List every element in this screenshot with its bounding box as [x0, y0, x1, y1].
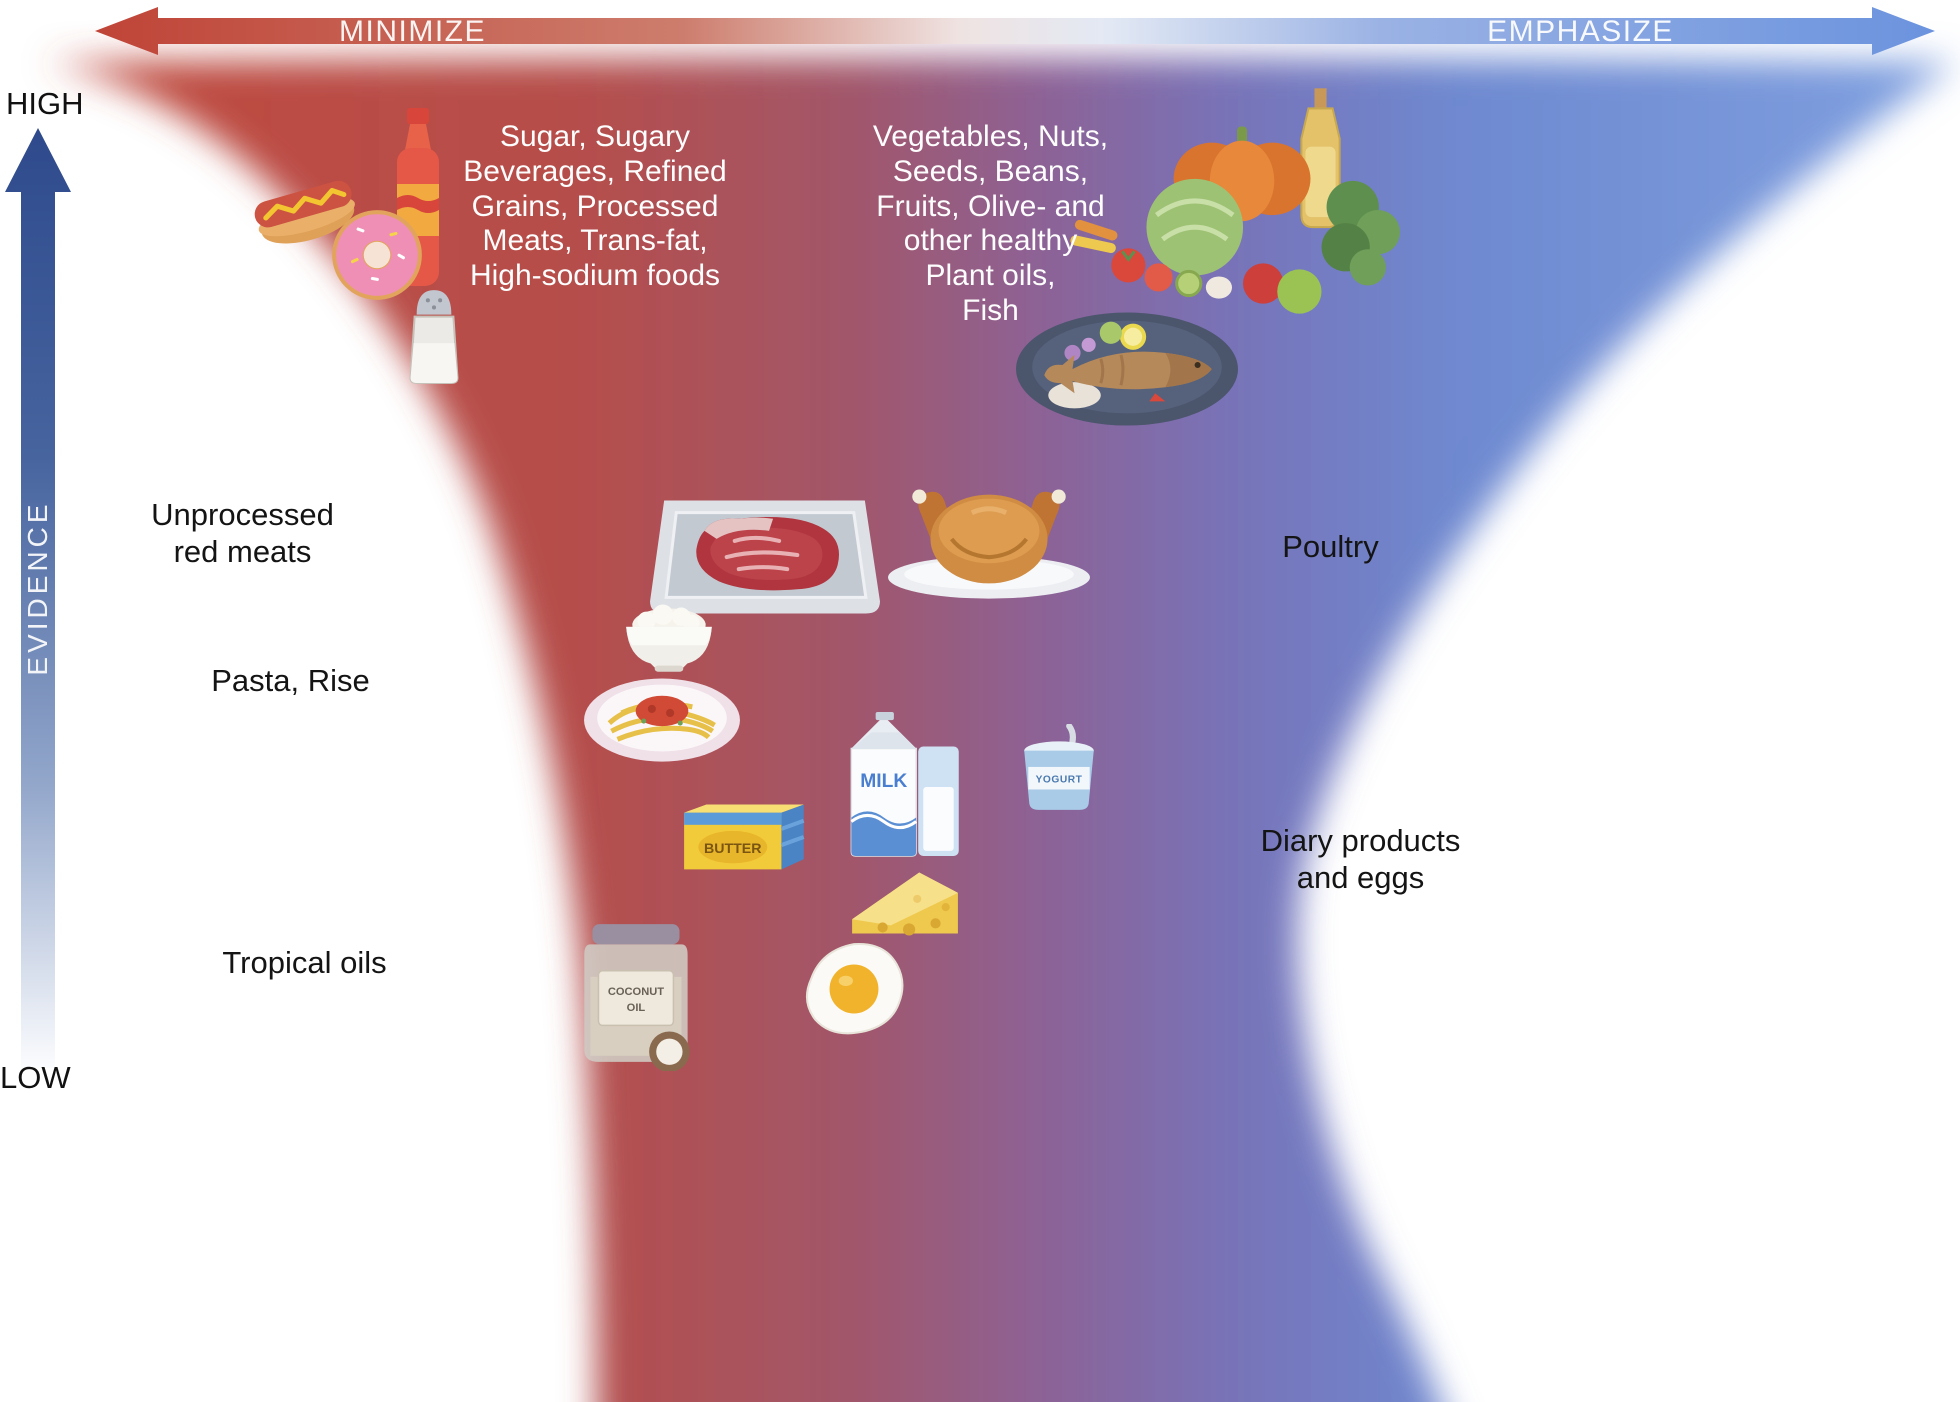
garlic-icon [1205, 276, 1232, 299]
minimize-emphasize-arrow [95, 7, 1935, 55]
fish-plate-icon [1014, 296, 1241, 433]
butter-icon: BUTTER [676, 794, 823, 884]
minimize-midlow-label: Pasta, Rise [211, 663, 370, 698]
emphasize-label: EMPHASIZE [1487, 15, 1674, 48]
evidence-axis-label: EVIDENCE [22, 500, 53, 676]
emphasize-high-label: Vegetables, Nuts, Seeds, Beans, Fruits, … [872, 120, 1109, 327]
donut-icon [326, 206, 428, 303]
evidence-arrow [5, 128, 71, 1068]
roast-chicken-icon [883, 474, 1095, 601]
coconut-oil-jar-icon: COCONUT OIL [576, 914, 703, 1071]
milk-label: MILK [860, 771, 907, 792]
raw-meat-tray-icon [646, 482, 883, 624]
spaghetti-plate-icon [581, 664, 743, 766]
vegetables-icon [1066, 86, 1400, 320]
cucumber-slice-icon [1175, 269, 1203, 298]
emphasize-mid-label: Poultry [1282, 529, 1379, 564]
emphasize-midlow-label: Diary products and eggs [1260, 823, 1461, 896]
yogurt-cup-icon: YOGURT [1016, 724, 1103, 814]
rice-bowl-icon [616, 594, 723, 674]
cabbage-icon [1146, 178, 1244, 276]
salt-shaker-icon [402, 284, 466, 386]
minimize-label: MINIMIZE [339, 15, 486, 48]
hot-dog-icon [248, 156, 360, 258]
coconut-oil-label-line1: COCONUT [608, 986, 664, 998]
milk-carton-icon: MILK [841, 708, 963, 860]
evidence-low-label: LOW [0, 1060, 71, 1095]
carrots-icon [1070, 219, 1118, 254]
coconut-oil-label-line2: OIL [627, 1002, 646, 1014]
minimize-mid-label: Unprocessed red meats [151, 497, 334, 570]
funnel-shape [45, 57, 1955, 1402]
butter-label: BUTTER [704, 841, 762, 857]
evidence-high-label: HIGH [6, 86, 84, 121]
fried-egg-icon [801, 938, 908, 1040]
tomatoes-icon [1111, 248, 1173, 292]
minimize-low-label: Tropical oils [222, 945, 387, 980]
leafy-greens-icon [1321, 180, 1400, 286]
cheese-icon [846, 858, 963, 948]
minimize-high-label: Sugar, Sugary Beverages, Refined Grains,… [463, 120, 727, 293]
apples-icon [1243, 263, 1322, 314]
yogurt-label: YOGURT [1036, 774, 1083, 785]
